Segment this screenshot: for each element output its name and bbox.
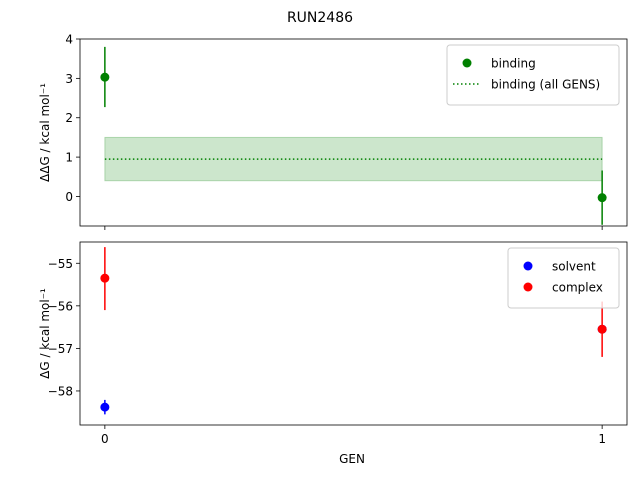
legend-label: binding [491,57,536,71]
legend-box [446,44,620,106]
y-tick-label: 0 [65,190,73,204]
legend: binding binding (all GENS) [446,44,620,106]
legend-label: binding (all GENS) [491,78,600,92]
legend: solvent complex [507,247,620,309]
legend-label: solvent [552,260,596,274]
data-point [100,402,110,412]
y-tick-label: −57 [48,342,73,356]
y-tick-label: 1 [65,151,73,165]
x-tick-label: 0 [101,432,109,446]
y-axis-label: ΔG / kcal mol⁻¹ [38,288,52,379]
y-tick-label: 3 [65,72,73,86]
y-tick-label: −55 [48,257,73,271]
chart-title: RUN2486 [287,10,353,26]
data-point [597,193,607,203]
y-axis-label: ΔΔG / kcal mol⁻¹ [38,83,52,182]
axes-frame [79,38,628,227]
data-point [597,324,607,334]
legend-swatch [523,261,533,271]
axes-frame [79,241,628,426]
y-tick-label: 4 [65,33,73,47]
legend-label: complex [552,281,603,295]
y-tick-label: −58 [48,384,73,398]
x-axis-label: GEN [339,452,365,466]
x-tick-label: 1 [598,432,606,446]
y-tick-label: −56 [48,299,73,313]
y-tick-label: 2 [65,111,73,125]
panel-bottom: −58 −57 −56 −55 0 1 ΔG / kcal mol⁻¹ solvent comp… [38,241,628,446]
legend-box [507,247,620,309]
data-point [100,72,110,82]
legend-swatch [462,58,472,68]
legend-swatch [523,282,533,292]
data-point [100,273,110,283]
